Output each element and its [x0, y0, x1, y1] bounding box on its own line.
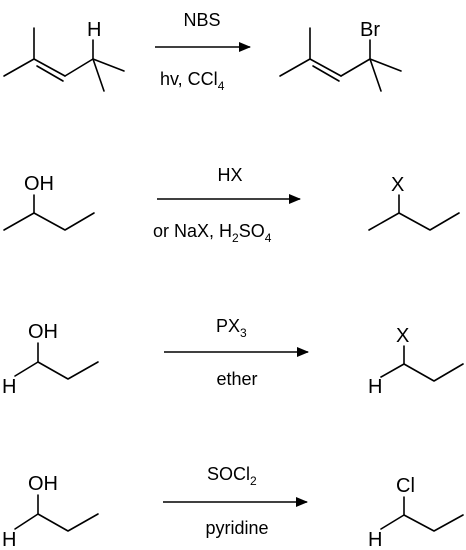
reaction-4: OH H SOCl2 pyridine Cl H — [2, 464, 464, 550]
product-1-bromine-label: Br — [360, 19, 380, 41]
reaction-1: H NBS hv, CCl4 Br — [3, 10, 402, 93]
product-3-skeleton — [380, 345, 464, 382]
reactant-1-skeleton — [3, 27, 125, 92]
product-4-hydrogen-label: H — [368, 529, 382, 550]
reagent-4-bottom: pyridine — [205, 518, 268, 538]
reactant-3-hydroxyl-label: OH — [28, 321, 58, 343]
reagent-1-top: NBS — [183, 10, 220, 30]
product-4-skeleton — [380, 496, 464, 532]
reagent-4-top: SOCl2 — [207, 464, 257, 488]
reactant-3-skeleton — [14, 342, 99, 380]
reactant-2-skeleton — [3, 194, 95, 231]
product-2-skeleton — [368, 194, 460, 231]
reactant-3-hydrogen-label: H — [2, 376, 16, 398]
reactant-1-hydrogen-label: H — [87, 19, 101, 41]
reagent-1-bottom: hv, CCl4 — [160, 69, 225, 93]
reaction-3: OH H PX3 ether X H — [2, 316, 464, 398]
product-1-skeleton — [279, 27, 402, 92]
reagent-2-top: HX — [217, 165, 242, 185]
product-3-hydrogen-label: H — [368, 376, 382, 398]
reaction-2: OH HX or NaX, H2SO4 X — [3, 165, 460, 245]
reagent-3-bottom: ether — [216, 369, 257, 389]
product-3-halogen-label: X — [396, 325, 409, 347]
product-4-chlorine-label: Cl — [396, 475, 415, 497]
reactant-4-skeleton — [14, 494, 99, 532]
reagent-3-top: PX3 — [216, 316, 247, 340]
product-2-halogen-label: X — [391, 174, 404, 196]
reagent-2-bottom: or NaX, H2SO4 — [153, 221, 272, 245]
reactant-4-hydroxyl-label: OH — [28, 473, 58, 495]
reactant-4-hydrogen-label: H — [2, 529, 16, 550]
reactant-2-hydroxyl-label: OH — [24, 173, 54, 195]
